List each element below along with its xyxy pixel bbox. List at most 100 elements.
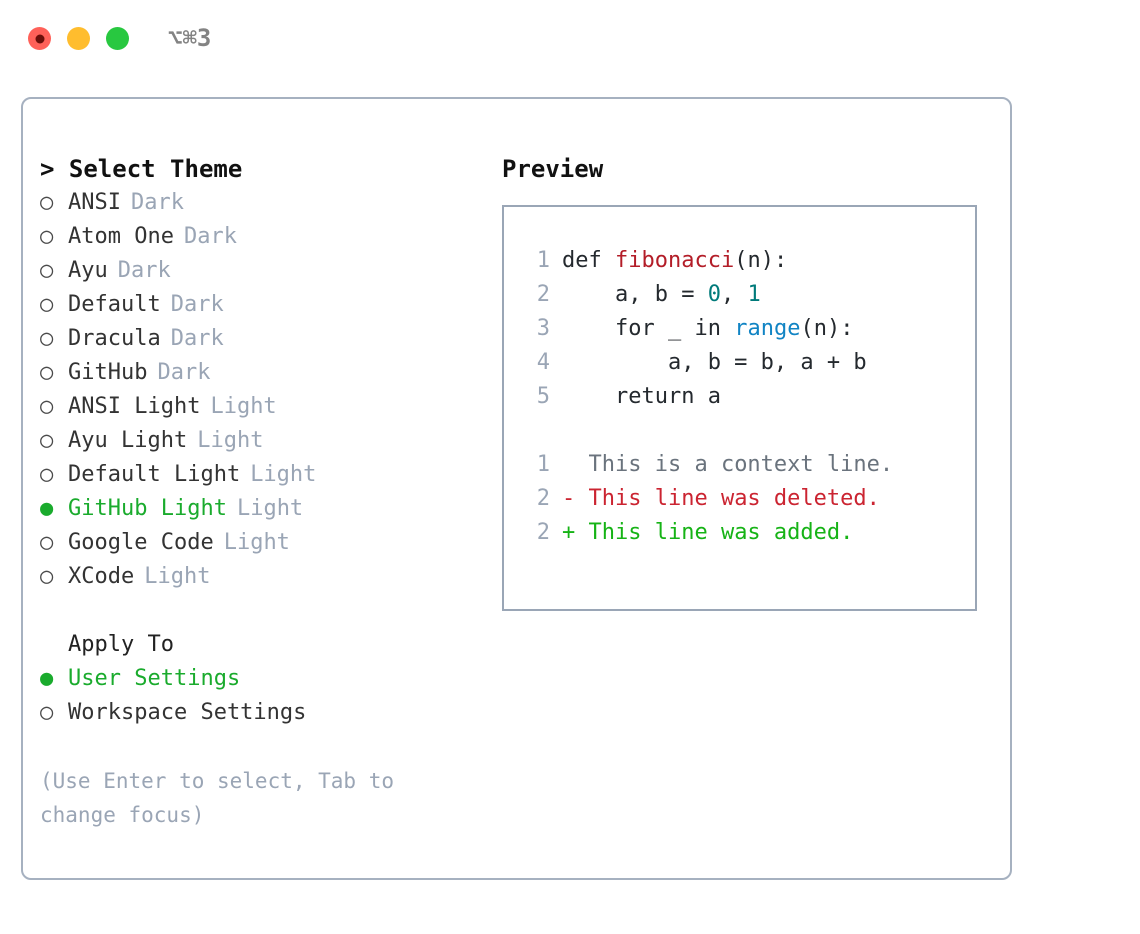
theme-option-github[interactable]: ○ GitHub Dark: [40, 356, 470, 390]
diff-sign: [562, 448, 575, 482]
code-token: a, b =: [562, 282, 708, 307]
code-token: a, b = b, a + b: [562, 350, 867, 375]
theme-option-ansi-light[interactable]: ○ ANSI Light Light: [40, 390, 470, 424]
theme-option-variant: Light: [223, 530, 290, 555]
line-number: 3: [536, 316, 550, 341]
radio-icon: ○: [40, 292, 54, 317]
line-number: 4: [536, 350, 550, 375]
hint-spacer: [40, 730, 470, 764]
code-token: fibonacci: [614, 248, 735, 273]
theme-option-label: Default Light: [68, 462, 241, 487]
line-number: 2: [536, 520, 550, 545]
page-title: > Select Theme: [40, 155, 243, 183]
theme-option-variant: Dark: [117, 258, 171, 283]
theme-option-label: Ayu: [68, 258, 108, 283]
code-token: in: [694, 316, 735, 341]
code-line: 5 return a: [518, 380, 893, 414]
code-token: ,: [720, 282, 748, 307]
diff-line-added: 2 + This line was added.: [518, 516, 893, 550]
minimize-button[interactable]: [67, 27, 90, 50]
radio-icon: ○: [40, 326, 54, 351]
theme-option-google-code[interactable]: ○ Google Code Light: [40, 526, 470, 560]
theme-option-variant: Light: [210, 394, 277, 419]
close-button[interactable]: [28, 27, 51, 50]
theme-option-label: Google Code: [68, 530, 214, 555]
theme-option-variant: Light: [197, 428, 264, 453]
apply-to-option-workspace-settings[interactable]: ○ Workspace Settings: [40, 696, 470, 730]
line-number: 2: [536, 486, 550, 511]
code-token: (n):: [800, 316, 854, 341]
theme-option-ayu[interactable]: ○ Ayu Dark: [40, 254, 470, 288]
preview-column: Preview: [502, 152, 997, 186]
theme-option-variant: Light: [144, 564, 211, 589]
diff-sign: +: [562, 520, 576, 545]
preview-title: Preview: [502, 155, 604, 183]
line-number: 5: [536, 384, 550, 409]
line-number: 2: [536, 282, 550, 307]
code-line: 1 def fibonacci (n):: [518, 244, 893, 278]
diff-text: This line was deleted.: [575, 486, 880, 511]
theme-option-variant: Dark: [170, 292, 224, 317]
code-token: _: [667, 316, 695, 341]
diff-text: This line was added.: [575, 520, 854, 545]
code-token: a: [707, 384, 721, 409]
title-bar: ⌥⌘3: [0, 0, 1140, 78]
theme-picker-column: > Select Theme ○ ANSI Dark ○ Atom One Da…: [40, 152, 470, 832]
theme-option-ansi[interactable]: ○ ANSI Dark: [40, 186, 470, 220]
theme-option-xcode[interactable]: ○ XCode Light: [40, 560, 470, 594]
code-preview: 1 def fibonacci (n): 2 a, b = 0 , 1 3 fo…: [518, 244, 893, 550]
theme-option-label: GitHub Light: [68, 496, 227, 521]
theme-option-ayu-light[interactable]: ○ Ayu Light Light: [40, 424, 470, 458]
theme-option-label: XCode: [68, 564, 135, 589]
radio-icon: ○: [40, 700, 54, 725]
theme-option-variant: Light: [250, 462, 317, 487]
radio-icon: ○: [40, 462, 54, 487]
theme-option-variant: Dark: [157, 360, 211, 385]
radio-icon: ○: [40, 360, 54, 385]
apply-to-option-user-settings[interactable]: ● User Settings: [40, 662, 470, 696]
diff-line-context: 1 This is a context line.: [518, 448, 893, 482]
radio-icon: ○: [40, 428, 54, 453]
apply-to-option-label: User Settings: [68, 666, 241, 691]
theme-option-variant: Light: [236, 496, 304, 521]
diff-sign: -: [562, 486, 576, 511]
theme-option-atom-one[interactable]: ○ Atom One Dark: [40, 220, 470, 254]
radio-icon: ○: [40, 224, 54, 249]
code-token: (n):: [734, 248, 788, 273]
preview-box: 1 def fibonacci (n): 2 a, b = 0 , 1 3 fo…: [502, 205, 977, 611]
line-number: 1: [536, 452, 550, 477]
keyboard-shortcut-label: ⌥⌘3: [168, 24, 212, 52]
maximize-button[interactable]: [106, 27, 129, 50]
theme-list[interactable]: ○ ANSI Dark ○ Atom One Dark ○ Ayu Dark ○…: [40, 186, 470, 594]
dialog-panel: > Select Theme ○ ANSI Dark ○ Atom One Da…: [21, 97, 1012, 880]
theme-option-variant: Dark: [183, 224, 237, 249]
theme-option-label: Atom One: [68, 224, 174, 249]
code-token: for: [562, 316, 668, 341]
theme-option-label: ANSI: [68, 190, 121, 215]
apply-to-group[interactable]: ● User Settings ○ Workspace Settings: [40, 662, 470, 730]
radio-icon: ○: [40, 530, 54, 555]
apply-to-heading: Apply To: [68, 632, 174, 657]
theme-option-label: Dracula: [68, 326, 161, 351]
theme-option-github-light[interactable]: ● GitHub Light Light: [40, 492, 470, 526]
theme-option-variant: Dark: [170, 326, 224, 351]
code-line: 2 a, b = 0 , 1: [518, 278, 893, 312]
keyboard-hint-text: (Use Enter to select, Tab to change focu…: [40, 769, 395, 827]
radio-selected-icon: ●: [40, 496, 54, 521]
code-blank-line: [518, 414, 893, 448]
radio-icon: ○: [40, 190, 54, 215]
radio-icon: ○: [40, 564, 54, 589]
radio-icon: ○: [40, 394, 54, 419]
theme-option-default[interactable]: ○ Default Dark: [40, 288, 470, 322]
code-token: 0: [707, 282, 721, 307]
theme-option-label: GitHub: [68, 360, 148, 385]
diff-text: This is a context line.: [575, 452, 894, 477]
apply-to-option-label: Workspace Settings: [68, 700, 307, 725]
code-line: 3 for _ in range (n):: [518, 312, 893, 346]
theme-option-default-light[interactable]: ○ Default Light Light: [40, 458, 470, 492]
code-token: def: [562, 248, 615, 273]
list-spacer: [40, 594, 470, 628]
theme-option-dracula[interactable]: ○ Dracula Dark: [40, 322, 470, 356]
code-line: 4 a, b = b, a + b: [518, 346, 893, 380]
line-number: 1: [536, 248, 550, 273]
